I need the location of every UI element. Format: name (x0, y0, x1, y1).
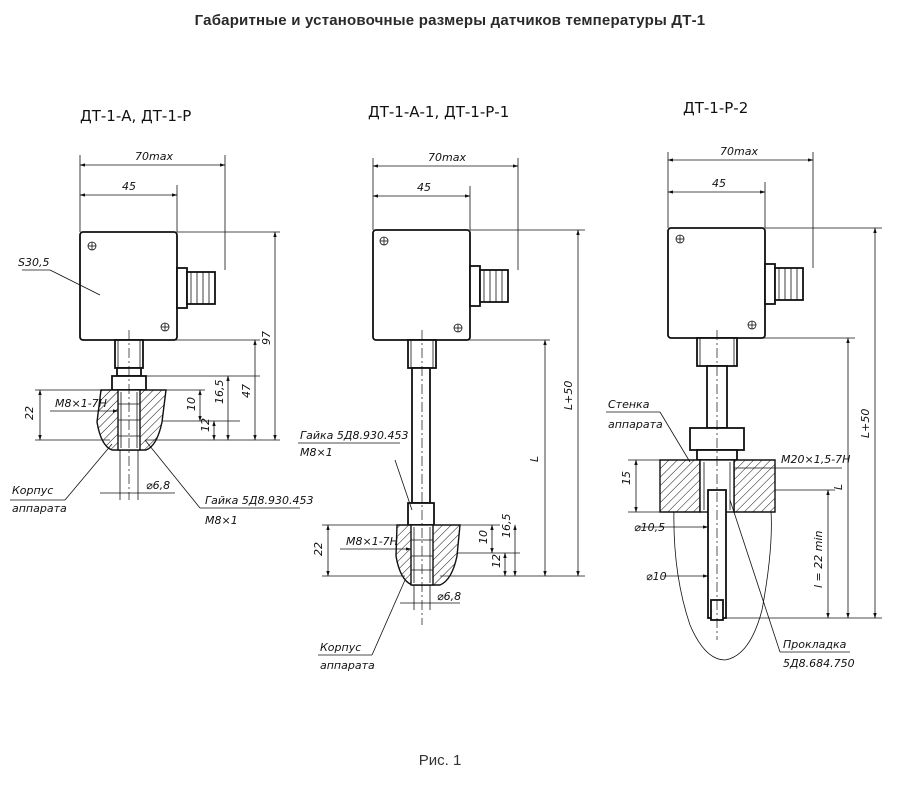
variant-2-heading: ДТ-1-А-1, ДТ-1-Р-1 (368, 103, 509, 121)
v3-gasket-label-2: 5Д8.684.750 (783, 657, 855, 670)
v2-nut-label-1: Гайка 5Д8.930.453 (300, 429, 408, 442)
v1-nut-label-1: Гайка 5Д8.930.453 (205, 494, 313, 507)
v3-wall-label-2: аппарата (608, 418, 663, 431)
page-title: Габаритные и установочные размеры датчик… (194, 12, 706, 29)
v3-dim-70max: 70max (720, 145, 758, 158)
v3-thread: М20×1,5-7Н (781, 453, 850, 466)
v1-nut-label-2: М8×1 (205, 514, 238, 527)
v1-housing-label-2: аппарата (12, 502, 67, 515)
v2-dim-12: 12 (490, 554, 503, 568)
variant-1-drawing: ДТ-1-А, ДТ-1-Р 70max 45 S30,5 (10, 107, 313, 527)
v2-housing-label-1: Корпус (320, 641, 361, 654)
v1-dim-22: 22 (23, 406, 36, 420)
v1-dia: ⌀6,8 (146, 479, 170, 492)
v1-dim-70max: 70max (135, 150, 173, 163)
v1-housing-label-1: Корпус (12, 484, 53, 497)
variant-3-drawing: ДТ-1-Р-2 70max 45 (606, 99, 882, 670)
v2-nut-label-2: М8×1 (300, 446, 333, 459)
v3-apparatus-wall-left (659, 459, 701, 513)
v2-housing-label-2: аппарата (320, 659, 375, 672)
v3-dim-15: 15 (620, 471, 633, 485)
v3-dim-L: L (832, 484, 845, 490)
figure-caption: Рис. 1 (418, 752, 462, 769)
v2-sensor-housing (372, 229, 471, 341)
v1-dim-45: 45 (122, 180, 136, 193)
v1-dim-12: 12 (199, 418, 212, 432)
v2-dim-22: 22 (312, 542, 325, 556)
v1-dim-10: 10 (185, 397, 198, 411)
v1-dim-s: S30,5 (18, 256, 49, 269)
v3-dim-45: 45 (712, 177, 726, 190)
v2-dia: ⌀6,8 (437, 590, 461, 603)
v2-dim-10: 10 (477, 530, 490, 544)
v2-dim-L: L (528, 456, 541, 462)
variant-3-heading: ДТ-1-Р-2 (683, 99, 748, 117)
variant-2-drawing: ДТ-1-А-1, ДТ-1-Р-1 70max 45 L+50 (298, 103, 585, 672)
v1-dim-97: 97 (260, 331, 273, 345)
v1-thread: М8×1-7Н (55, 397, 107, 410)
v3-dia-10-5: ⌀10,5 (634, 521, 665, 534)
v3-wall-label-1: Стенка (608, 398, 650, 411)
variant-1-heading: ДТ-1-А, ДТ-1-Р (80, 107, 191, 125)
v1-dim-47: 47 (240, 384, 253, 398)
v3-dim-l22: l = 22 min (812, 530, 825, 588)
v3-dim-total: L+50 (859, 409, 872, 438)
v3-gasket-label-1: Прокладка (783, 638, 847, 651)
v2-dim-45: 45 (417, 181, 431, 194)
v2-dim-16-5: 16,5 (500, 514, 513, 539)
v2-dim-total: L+50 (562, 381, 575, 410)
v1-dim-16-5: 16,5 (213, 380, 226, 405)
v2-thread: М8×1-7Н (346, 535, 398, 548)
v3-dia-10: ⌀10 (646, 570, 667, 583)
v2-dim-70max: 70max (428, 151, 466, 164)
